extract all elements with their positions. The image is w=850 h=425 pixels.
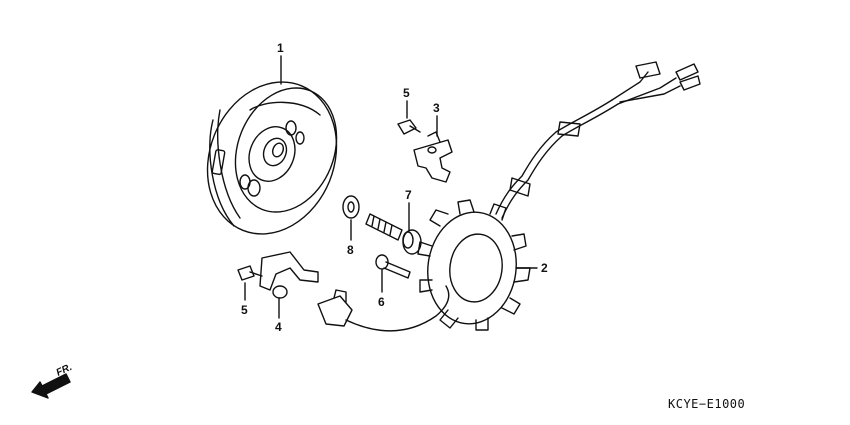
flywheel-rotor: [206, 81, 338, 235]
callout-part4: 4: [275, 320, 282, 334]
pickup-bracket-upper: [413, 131, 453, 183]
pickup-bracket-lower: [259, 251, 353, 327]
front-direction-arrow: [31, 373, 71, 399]
bolt-upper: [397, 119, 421, 135]
callout-part6: 6: [378, 295, 385, 309]
callout-part8: 8: [347, 243, 354, 257]
callout-part2: 2: [541, 261, 548, 275]
pulse-generator-cable: [345, 285, 450, 332]
stator-screw: [375, 254, 411, 279]
wire-harness: [495, 61, 701, 219]
bolt-lower: [237, 265, 263, 281]
callout-part5-lower: 5: [241, 303, 248, 317]
diagram-code: KCYE−E1000: [668, 397, 745, 411]
front-direction-label: FR.: [55, 362, 74, 379]
callout-part5-upper: 5: [403, 86, 410, 100]
callout-part3: 3: [433, 101, 440, 115]
callout-part7: 7: [405, 188, 412, 202]
stator-coil: [417, 199, 531, 331]
callout-part1: 1: [277, 41, 284, 55]
stator-bolt: [365, 213, 422, 255]
washer: [342, 195, 360, 219]
